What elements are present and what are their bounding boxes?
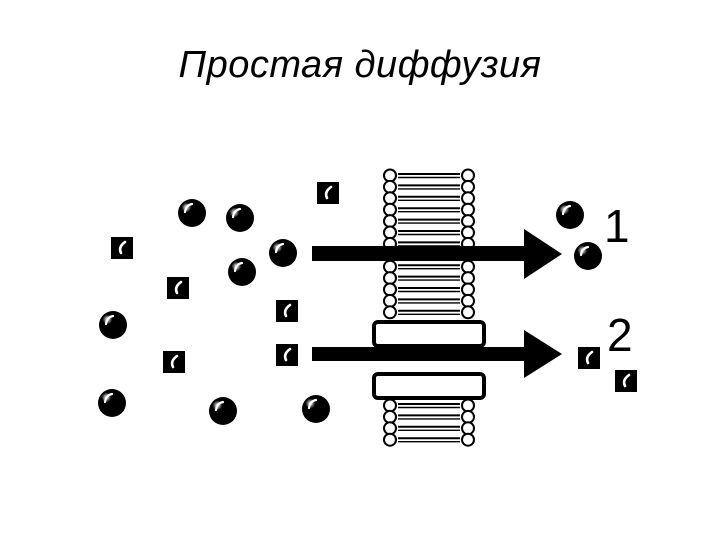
ball-molecule-icon — [178, 199, 206, 227]
ball-molecule-icon — [302, 395, 330, 423]
lipid-row — [383, 271, 475, 286]
ball-molecule-icon — [556, 201, 584, 229]
path-1-label: 1 — [604, 200, 630, 252]
square-molecule-icon — [578, 347, 600, 369]
square-molecule-icon — [317, 182, 339, 204]
lipid-row — [383, 202, 475, 217]
ball-molecule-icon — [226, 204, 254, 232]
lipid-row — [383, 214, 475, 229]
square-molecule-icon — [167, 277, 189, 299]
lipid-row — [383, 421, 475, 436]
lipid-row — [383, 432, 475, 447]
ball-molecule-icon — [209, 397, 237, 425]
lipid-row — [383, 305, 475, 320]
lipid-row — [383, 409, 475, 424]
channel-protein — [372, 320, 486, 400]
channel-protein-lower — [372, 372, 486, 400]
page-title: Простая диффузия — [178, 44, 542, 86]
ball-molecule-icon — [269, 239, 297, 267]
lipid-bilayer-membrane — [383, 168, 475, 447]
lipid-row — [383, 179, 475, 194]
square-molecule-icon — [163, 351, 185, 373]
lipid-row — [383, 398, 475, 413]
molecules-layer — [98, 182, 637, 425]
lipid-row — [383, 282, 475, 297]
lipid-row — [383, 168, 475, 183]
lipid-row — [383, 225, 475, 240]
path-2-label: 2 — [607, 309, 633, 361]
ball-molecule-icon — [574, 242, 602, 270]
ball-molecule-icon — [98, 389, 126, 417]
channel-protein-upper — [372, 320, 486, 348]
square-molecule-icon — [276, 344, 298, 366]
square-molecule-icon — [615, 370, 637, 392]
square-molecule-icon — [276, 300, 298, 322]
ball-molecule-icon — [228, 258, 256, 286]
lipid-row — [383, 259, 475, 274]
lipid-row — [383, 293, 475, 308]
lipid-row — [383, 191, 475, 206]
arrow-path-2 — [312, 330, 562, 378]
arrow-path-1 — [312, 229, 562, 279]
ball-molecule-icon — [99, 311, 127, 339]
square-molecule-icon — [111, 237, 133, 259]
